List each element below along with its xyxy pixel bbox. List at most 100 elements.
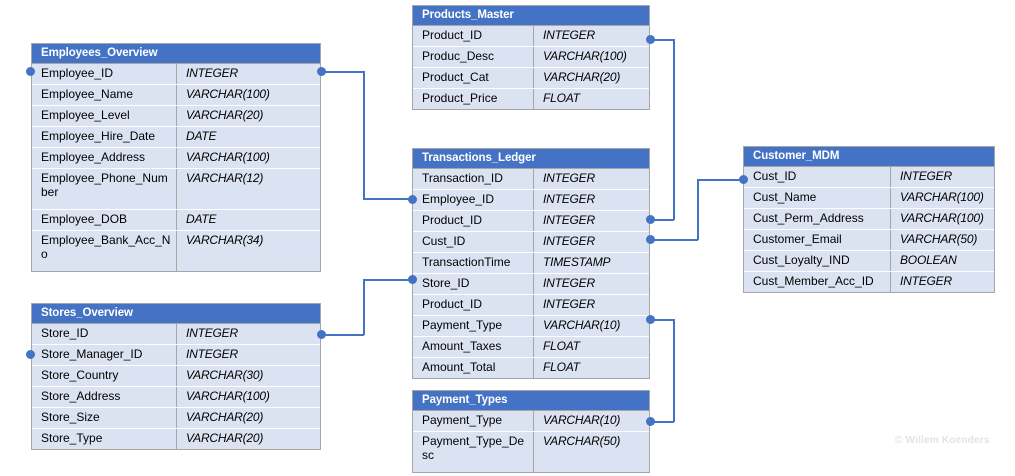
- connector-transactions-payment-h2: [650, 421, 674, 423]
- field-name: Store_Address: [32, 387, 177, 407]
- field-type: VARCHAR(50): [543, 434, 621, 448]
- field-type: INTEGER: [543, 171, 595, 185]
- field-row-cust-name[interactable]: Cust_Name VARCHAR(100): [744, 187, 994, 208]
- connector-dot-stores-store-manager-id-left[interactable]: [26, 350, 35, 359]
- field-type: VARCHAR(100): [186, 389, 270, 403]
- connector-employees-transactions-h1: [322, 71, 364, 73]
- field-row-produc-desc[interactable]: Produc_Desc VARCHAR(100): [413, 46, 649, 67]
- field-type: INTEGER: [543, 192, 595, 206]
- connector-dot-customer-cust-id-left[interactable]: [739, 175, 748, 184]
- field-type: VARCHAR(100): [900, 190, 984, 204]
- entity-stores-overview[interactable]: Stores_Overview Store_ID INTEGER Store_M…: [31, 303, 321, 450]
- connector-transactions-customer-h1: [650, 239, 698, 241]
- entity-fields-payment-types: Payment_Type VARCHAR(10) Payment_Type_De…: [413, 410, 649, 472]
- field-row-employee-dob[interactable]: Employee_DOB DATE: [32, 209, 320, 230]
- field-row-employee-address[interactable]: Employee_Address VARCHAR(100): [32, 147, 320, 168]
- field-type: TIMESTAMP: [543, 255, 611, 269]
- field-row-transaction-id[interactable]: Transaction_ID INTEGER: [413, 168, 649, 189]
- field-type: VARCHAR(20): [543, 70, 621, 84]
- field-row-cust-perm-address[interactable]: Cust_Perm_Address VARCHAR(100): [744, 208, 994, 229]
- entity-fields-customer-mdm: Cust_ID INTEGER Cust_Name VARCHAR(100) C…: [744, 166, 994, 292]
- field-row-store-type[interactable]: Store_Type VARCHAR(20): [32, 428, 320, 449]
- field-type: VARCHAR(50): [900, 232, 978, 246]
- connector-dot-payment-types-payment-type-right[interactable]: [646, 417, 655, 426]
- field-row-transaction-time[interactable]: TransactionTime TIMESTAMP: [413, 252, 649, 273]
- field-row-store-manager-id[interactable]: Store_Manager_ID INTEGER: [32, 344, 320, 365]
- connector-dot-employees-employee-id-right[interactable]: [317, 67, 326, 76]
- field-row-product-id[interactable]: Product_ID INTEGER: [413, 25, 649, 46]
- field-row-product-id-2[interactable]: Product_ID INTEGER: [413, 294, 649, 315]
- field-name: Employee_Phone_Number: [32, 169, 177, 209]
- entity-payment-types[interactable]: Payment_Types Payment_Type VARCHAR(10) P…: [412, 390, 650, 473]
- connector-dot-products-product-id-right[interactable]: [646, 35, 655, 44]
- field-type: INTEGER: [900, 169, 952, 183]
- field-name: Amount_Taxes: [413, 337, 534, 357]
- connector-dot-transactions-store-id-left[interactable]: [408, 275, 417, 284]
- field-row-store-id[interactable]: Store_ID INTEGER: [32, 323, 320, 344]
- entity-fields-employees-overview: Employee_ID INTEGER Employee_Name VARCHA…: [32, 63, 320, 271]
- field-type: VARCHAR(30): [186, 368, 264, 382]
- field-name: Payment_Type: [413, 316, 534, 336]
- field-row-payment-type-desc[interactable]: Payment_Type_Desc VARCHAR(50): [413, 431, 649, 472]
- field-type: VARCHAR(100): [900, 211, 984, 225]
- field-name: Cust_Perm_Address: [744, 209, 891, 229]
- field-row-employee-id[interactable]: Employee_ID INTEGER: [32, 63, 320, 84]
- field-type: VARCHAR(20): [186, 108, 264, 122]
- field-name: Cust_Member_Acc_ID: [744, 272, 891, 292]
- field-row-cust-id[interactable]: Cust_ID INTEGER: [413, 231, 649, 252]
- connector-dot-transactions-payment-type-right[interactable]: [646, 315, 655, 324]
- field-row-payment-type[interactable]: Payment_Type VARCHAR(10): [413, 410, 649, 431]
- entity-title-employees-overview: Employees_Overview: [32, 44, 320, 63]
- entity-fields-products-master: Product_ID INTEGER Produc_Desc VARCHAR(1…: [413, 25, 649, 109]
- connector-products-transactions-v: [673, 39, 675, 220]
- field-type: VARCHAR(12): [186, 171, 264, 185]
- connector-dot-transactions-employee-id-left[interactable]: [408, 195, 417, 204]
- connector-employees-transactions-v: [363, 71, 365, 199]
- field-row-product-cat[interactable]: Product_Cat VARCHAR(20): [413, 67, 649, 88]
- connector-transactions-payment-h1: [650, 319, 674, 321]
- connector-stores-transactions-v: [363, 279, 365, 335]
- field-name: Employee_ID: [413, 190, 534, 210]
- connector-dot-stores-store-id-right[interactable]: [317, 330, 326, 339]
- connector-dot-transactions-product-id-right[interactable]: [646, 215, 655, 224]
- entity-products-master[interactable]: Products_Master Product_ID INTEGER Produ…: [412, 5, 650, 110]
- field-type: INTEGER: [186, 347, 238, 361]
- field-row-employee-phone-number[interactable]: Employee_Phone_Number VARCHAR(12): [32, 168, 320, 209]
- connector-stores-transactions-h2: [363, 279, 414, 281]
- field-row-product-price[interactable]: Product_Price FLOAT: [413, 88, 649, 109]
- field-row-employee-hire-date[interactable]: Employee_Hire_Date DATE: [32, 126, 320, 147]
- field-row-customer-email[interactable]: Customer_Email VARCHAR(50): [744, 229, 994, 250]
- field-name: Product_Price: [413, 89, 534, 109]
- field-row-store-id[interactable]: Store_ID INTEGER: [413, 273, 649, 294]
- field-row-cust-id[interactable]: Cust_ID INTEGER: [744, 166, 994, 187]
- entity-transactions-ledger[interactable]: Transactions_Ledger Transaction_ID INTEG…: [412, 148, 650, 379]
- field-row-employee-level[interactable]: Employee_Level VARCHAR(20): [32, 105, 320, 126]
- field-row-employee-bank-acc-no[interactable]: Employee_Bank_Acc_No VARCHAR(34): [32, 230, 320, 271]
- entity-employees-overview[interactable]: Employees_Overview Employee_ID INTEGER E…: [31, 43, 321, 272]
- field-type: VARCHAR(100): [186, 150, 270, 164]
- field-row-product-id[interactable]: Product_ID INTEGER: [413, 210, 649, 231]
- field-row-employee-id[interactable]: Employee_ID INTEGER: [413, 189, 649, 210]
- field-name: Store_Country: [32, 366, 177, 386]
- field-row-amount-total[interactable]: Amount_Total FLOAT: [413, 357, 649, 378]
- connector-products-transactions-h1: [650, 39, 674, 41]
- field-row-cust-member-acc-id[interactable]: Cust_Member_Acc_ID INTEGER: [744, 271, 994, 292]
- field-row-store-address[interactable]: Store_Address VARCHAR(100): [32, 386, 320, 407]
- field-row-employee-name[interactable]: Employee_Name VARCHAR(100): [32, 84, 320, 105]
- field-row-payment-type[interactable]: Payment_Type VARCHAR(10): [413, 315, 649, 336]
- field-name: Customer_Email: [744, 230, 891, 250]
- connector-transactions-payment-v: [673, 319, 675, 422]
- field-type: INTEGER: [543, 28, 595, 42]
- field-type: VARCHAR(10): [543, 318, 621, 332]
- field-row-cust-loyalty-ind[interactable]: Cust_Loyalty_IND BOOLEAN: [744, 250, 994, 271]
- entity-customer-mdm[interactable]: Customer_MDM Cust_ID INTEGER Cust_Name V…: [743, 146, 995, 293]
- connector-dot-employees-employee-id-left[interactable]: [26, 67, 35, 76]
- field-row-store-size[interactable]: Store_Size VARCHAR(20): [32, 407, 320, 428]
- field-name: Product_ID: [413, 211, 534, 231]
- field-row-store-country[interactable]: Store_Country VARCHAR(30): [32, 365, 320, 386]
- connector-dot-transactions-cust-id-right[interactable]: [646, 235, 655, 244]
- field-name: Product_Cat: [413, 68, 534, 88]
- field-row-amount-taxes[interactable]: Amount_Taxes FLOAT: [413, 336, 649, 357]
- field-name: Cust_ID: [744, 167, 891, 187]
